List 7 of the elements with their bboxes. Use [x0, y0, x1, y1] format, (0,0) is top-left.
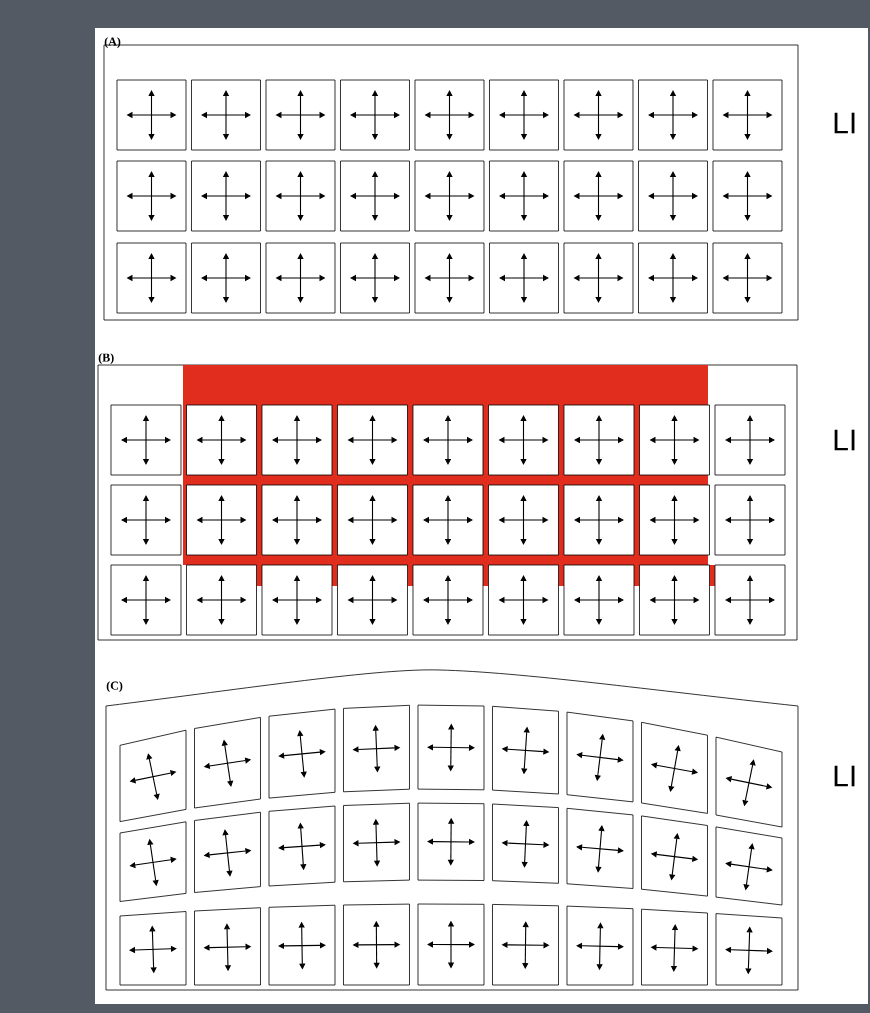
side-label: LI: [834, 429, 855, 451]
side-label: LI: [834, 112, 855, 134]
side-label: LI: [834, 765, 855, 787]
panel-frame: (B): [97, 353, 798, 641]
node-label: (B): [98, 353, 114, 365]
panel-frame: (C): [105, 669, 799, 991]
panel-frame: (A): [103, 37, 799, 321]
